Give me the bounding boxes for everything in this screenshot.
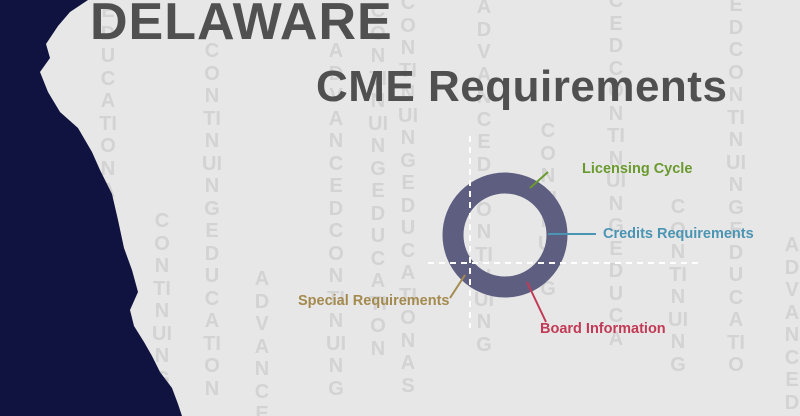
bg-letter-column: CONTINUINGEDUCATION <box>368 0 388 360</box>
credits-requirements-label[interactable]: Credits Requirements <box>603 226 754 242</box>
bg-letter-column: CONTINUING <box>668 196 688 376</box>
page-subtitle: CME Requirements <box>316 62 728 111</box>
page-title: DELAWARE <box>90 0 393 51</box>
board-information-connector <box>526 281 547 323</box>
bg-letter-column: ADVANCE <box>254 268 270 416</box>
requirements-ring <box>442 172 568 298</box>
bg-letter-column: ADVANCED <box>784 234 800 414</box>
bg-letter-column: CONTINUINGEDUCATIONAS <box>398 0 418 397</box>
licensing-cycle-connector <box>529 171 549 189</box>
special-requirements-connector <box>449 274 466 299</box>
bg-letter-column: EDCONTINUINGEDUCATIO <box>726 0 746 376</box>
special-requirements-label[interactable]: Special Requirements <box>298 293 450 309</box>
board-information-label[interactable]: Board Information <box>540 321 666 337</box>
bg-letter-column: CONTINUINGEDUCATION <box>202 40 222 400</box>
bg-letter-column: ADVANCEDCONTINUING <box>326 40 346 400</box>
licensing-cycle-label[interactable]: Licensing Cycle <box>582 161 693 177</box>
bg-letter-column: CEDCONTINUINGEDUCA <box>606 0 626 350</box>
